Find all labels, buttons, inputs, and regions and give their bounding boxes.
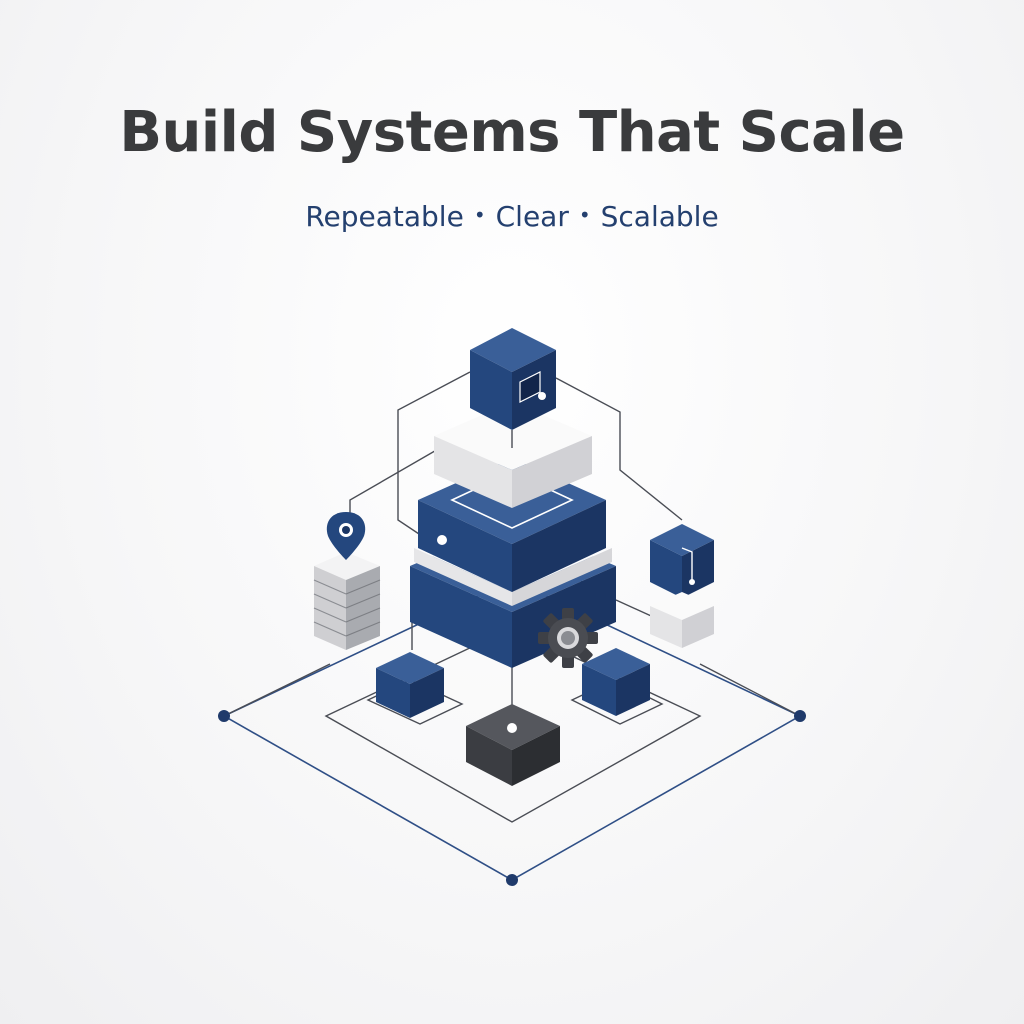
tagline-separator: • xyxy=(578,203,591,227)
right-white-block xyxy=(650,592,714,648)
corner-node xyxy=(506,874,518,886)
server-stack-icon xyxy=(313,552,381,650)
tagline-item-scalable: Scalable xyxy=(600,200,719,233)
small-navy-cube-left xyxy=(376,652,444,718)
right-navy-cube xyxy=(650,524,714,598)
gear-icon xyxy=(538,608,598,668)
tagline-item-clear: Clear xyxy=(495,200,569,233)
corner-node xyxy=(794,710,806,722)
tagline-item-repeatable: Repeatable xyxy=(305,200,464,233)
corner-node xyxy=(218,710,230,722)
location-pin-icon xyxy=(326,512,366,560)
inner-diamond xyxy=(324,627,702,823)
top-navy-cube xyxy=(470,328,556,448)
tagline-separator: • xyxy=(473,203,486,227)
charcoal-base-block xyxy=(466,704,560,786)
small-navy-cube-right xyxy=(582,648,650,716)
status-dot xyxy=(437,535,447,545)
page-title: Build Systems That Scale xyxy=(119,100,905,165)
tagline: Repeatable • Clear • Scalable xyxy=(0,200,1024,233)
white-slab-top xyxy=(434,402,592,508)
ground-frame xyxy=(218,579,806,886)
